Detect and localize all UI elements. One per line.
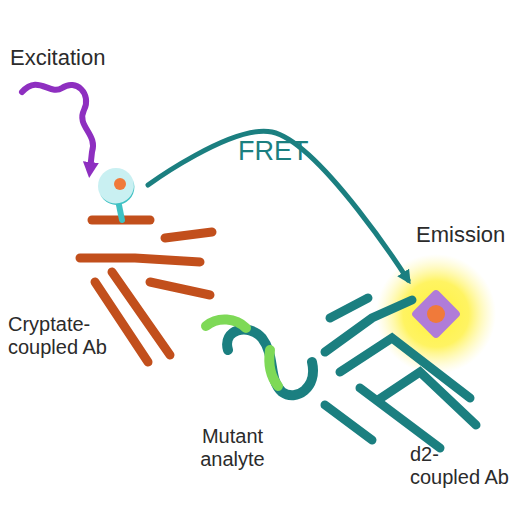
- antibody-light-chain: [378, 372, 476, 425]
- acceptor-diamond: [411, 289, 462, 340]
- donor-halo: [98, 168, 134, 204]
- fret-arrow: [148, 131, 408, 280]
- mutant-analyte: [206, 319, 313, 395]
- donor-dot: [114, 178, 126, 190]
- node-label: Cryptate- coupled Ab: [8, 313, 138, 359]
- cryptate-donor: [98, 168, 134, 220]
- emission-glow: [376, 254, 496, 374]
- antibody-stem: [325, 405, 372, 440]
- analyte-group: Mutant analyte: [175, 330, 290, 475]
- process-label: Emission: [416, 222, 505, 247]
- d2-acceptor: [411, 289, 462, 340]
- excitation-wave: [22, 85, 93, 170]
- node-label: Mutant analyte: [175, 425, 290, 471]
- antibody-group: d2- coupled Ab: [300, 280, 515, 495]
- analyte-epitope: [206, 319, 246, 328]
- antibody-group: Cryptate- coupled Ab: [5, 185, 195, 370]
- analyte-mutation: [269, 350, 278, 386]
- antibody-light-chain: [150, 282, 210, 295]
- antibody-heavy-chain: [80, 258, 200, 262]
- node-label: d2- coupled Ab: [410, 443, 512, 489]
- edge-label: FRET: [238, 136, 309, 167]
- antibody-light-chain: [165, 232, 212, 238]
- analyte-chain: [227, 329, 313, 395]
- process-label: Excitation: [10, 45, 105, 70]
- connector-layer: [148, 131, 408, 280]
- antibody-light-chain: [330, 298, 368, 318]
- acceptor-dot: [427, 305, 445, 323]
